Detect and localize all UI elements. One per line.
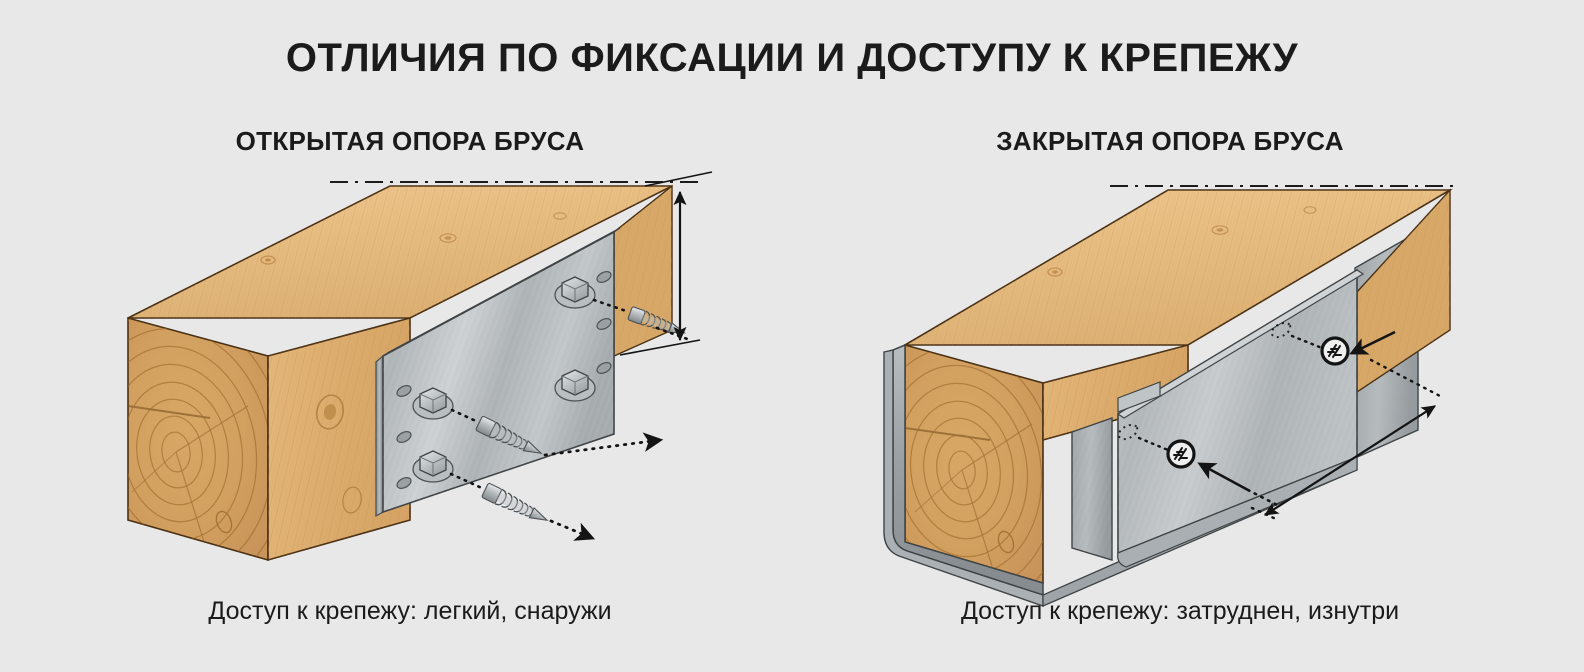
bracket-small-tab bbox=[1117, 381, 1161, 413]
access-arrow-lower-dotted-tail bbox=[1246, 488, 1283, 509]
left-panel-subtitle: ОТКРЫТАЯ ОПОРА БРУСА bbox=[235, 126, 585, 156]
left-panel-caption: Доступ к крепежу: легкий, снаружи bbox=[208, 597, 612, 625]
left-wood-beam bbox=[127, 184, 673, 562]
dimension-extension-lower bbox=[1250, 506, 1280, 522]
plate-thickness-edge bbox=[375, 354, 384, 518]
beam-end-growth-rings bbox=[905, 345, 1043, 583]
right-illustration bbox=[883, 185, 1460, 607]
dimension-extension-lower bbox=[619, 339, 701, 356]
right-panel-subtitle: ЗАКРЫТАЯ ОПОРА БРУСА bbox=[996, 126, 1344, 156]
screw-path-dotted bbox=[549, 519, 596, 541]
beam-end-growth-rings bbox=[128, 318, 268, 560]
plate-top-edge bbox=[382, 227, 621, 357]
screw-path-dotted bbox=[449, 472, 486, 491]
bracket-bottom-plate bbox=[1042, 456, 1358, 607]
plate-hex-bolts bbox=[412, 276, 596, 483]
page-title: ОТЛИЧИЯ ПО ФИКСАЦИИ И ДОСТУПУ К КРЕПЕЖУ bbox=[285, 36, 1299, 80]
plate-oval-holes bbox=[396, 271, 612, 489]
beam-front-face bbox=[267, 316, 411, 562]
beam-top-face bbox=[127, 185, 673, 319]
beam-far-face bbox=[1356, 188, 1451, 394]
beam-front-knot bbox=[316, 394, 362, 514]
hex-bolt bbox=[554, 369, 596, 402]
right-panel-caption: Доступ к крепежу: затруднен, изнутри bbox=[960, 597, 1400, 625]
screw-path-dotted bbox=[655, 326, 692, 342]
bracket-near-flange bbox=[1117, 268, 1358, 555]
marker-leader-dotted bbox=[1290, 334, 1324, 350]
left-illustration bbox=[127, 171, 713, 562]
wood-screw bbox=[627, 306, 687, 334]
screw-head-marker bbox=[1320, 336, 1350, 366]
dimension-extension-upper bbox=[1369, 358, 1442, 398]
hidden-hole-lower bbox=[1117, 423, 1139, 441]
beam-top-face bbox=[902, 189, 1453, 346]
screw-head-marker bbox=[1166, 439, 1196, 469]
right-bracket-u-channel bbox=[883, 268, 1365, 607]
plate-face bbox=[382, 230, 615, 514]
beam-far-face bbox=[613, 184, 673, 358]
screw-path-dotted bbox=[543, 432, 664, 457]
wood-screw bbox=[475, 415, 543, 455]
bracket-outer-wrap bbox=[892, 343, 1044, 597]
left-screw-callouts bbox=[449, 298, 692, 541]
bracket-flange-top-lip bbox=[1116, 269, 1365, 419]
bracket-return-lip bbox=[1071, 417, 1113, 561]
hex-bolt bbox=[412, 450, 454, 483]
right-fastener-callouts bbox=[1117, 321, 1396, 509]
left-dimension-annotation bbox=[619, 171, 713, 356]
right-dimension-annotation bbox=[1250, 358, 1442, 522]
hidden-hole-upper bbox=[1270, 321, 1292, 339]
beam-top-knots bbox=[260, 212, 567, 265]
beam-front-face bbox=[1042, 343, 1189, 442]
access-arrow-upper bbox=[1349, 330, 1396, 355]
hex-bolt bbox=[554, 276, 596, 309]
wood-screw bbox=[481, 482, 549, 522]
beam-end-face bbox=[904, 343, 1044, 585]
access-arrow-lower bbox=[1197, 462, 1249, 492]
bracket-far-flange bbox=[1354, 230, 1419, 460]
right-wood-beam bbox=[902, 188, 1453, 585]
dimension-arrow-diagonal bbox=[1263, 405, 1437, 516]
screw-path-dotted bbox=[450, 408, 480, 424]
beam-top-knots bbox=[1047, 206, 1317, 277]
bracket-outer-wrap-edge bbox=[883, 349, 1044, 607]
bracket-flange-bottom-corner bbox=[1117, 456, 1358, 568]
right-bracket-back-wall bbox=[1354, 230, 1419, 460]
marker-leader-dotted bbox=[1137, 436, 1170, 452]
dimension-extension-upper bbox=[644, 171, 713, 187]
beam-end-face bbox=[127, 316, 269, 562]
hex-bolt bbox=[412, 387, 454, 420]
screw-path-dotted bbox=[592, 298, 631, 314]
left-metal-plate bbox=[375, 227, 621, 518]
